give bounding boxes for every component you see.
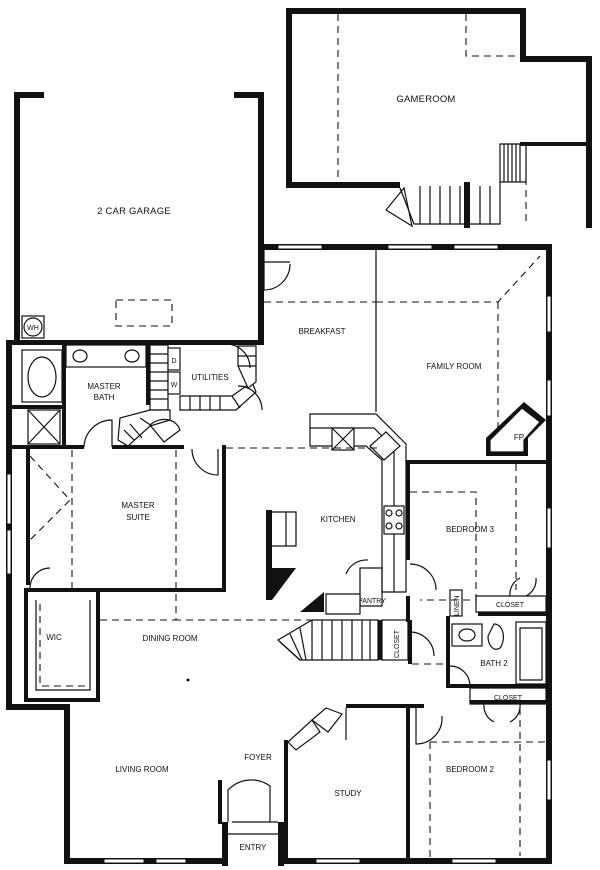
stair-landing-wall — [520, 142, 586, 146]
gameroom-walls — [286, 8, 592, 228]
gameroom-area: GAMEROOM — [286, 8, 592, 228]
toilet-icon — [487, 623, 504, 650]
garage-door[interactable] — [263, 250, 291, 291]
dining-room-label: DINING ROOM — [142, 634, 197, 643]
closet-b2-doors[interactable] — [483, 703, 521, 723]
garage-label: 2 CAR GARAGE — [97, 206, 171, 217]
water-heater-icon — [21, 315, 45, 339]
wic-label: WIC — [46, 633, 62, 642]
garage-room: WH 2 CAR GARAGE — [21, 206, 173, 339]
master-bath-room: MASTER BATH — [21, 344, 147, 448]
family-room-label: FAMILY ROOM — [427, 362, 482, 371]
gameroom-beam-2 — [465, 14, 520, 57]
study-label: STUDY — [334, 789, 362, 798]
wic-room: WIC — [35, 600, 91, 691]
master-bath-door[interactable] — [83, 419, 113, 448]
entry-label: ENTRY — [240, 843, 268, 852]
closet-b2-label: CLOSET — [494, 695, 523, 702]
master-bath-label-1: MASTER — [87, 382, 121, 391]
water-closet-icon — [149, 418, 181, 443]
bedroom3-label: BEDROOM 3 — [446, 525, 495, 534]
foyer-label: FOYER — [244, 753, 272, 762]
garage-attic-hatch — [115, 299, 173, 327]
hall-closet-label: CLOSET — [394, 629, 401, 658]
light-marker — [186, 678, 190, 682]
utilities-room: D W UTILITIES — [117, 343, 263, 447]
sink-icon — [72, 349, 88, 363]
bedroom3-door[interactable] — [409, 563, 437, 591]
wic-door[interactable] — [29, 567, 51, 589]
windows — [6, 244, 552, 864]
dryer-icon — [167, 347, 181, 371]
main-stairs — [276, 593, 379, 661]
bedroom2-door[interactable] — [415, 708, 443, 745]
master-suite-label-2: SUITE — [126, 513, 150, 522]
washer-label: W — [171, 382, 178, 389]
living-room-label: LIVING ROOM — [115, 765, 169, 774]
front-door-swing[interactable] — [227, 779, 271, 822]
bath2-sink-counter — [451, 623, 483, 647]
study-french-doors[interactable] — [311, 707, 343, 733]
bedroom3-room: BEDROOM 3 CLOSET — [409, 464, 547, 613]
dining-room: DINING ROOM — [100, 619, 198, 643]
entry-area: ENTRY — [228, 833, 278, 852]
master-suite-label-1: MASTER — [121, 501, 155, 510]
water-heater-label: WH — [27, 325, 39, 332]
fireplace-label: FP — [514, 433, 524, 442]
hall-closet: CLOSET — [381, 619, 435, 661]
linen-closet: LINEN — [449, 589, 463, 617]
pantry-door[interactable] — [345, 559, 369, 575]
study-room: STUDY — [287, 707, 362, 798]
living-room: LIVING ROOM — [115, 765, 169, 774]
vanity-counter — [65, 344, 147, 368]
closet-b3-doors[interactable] — [509, 577, 537, 597]
utility-door[interactable] — [225, 343, 251, 369]
closet-b3-box — [475, 595, 547, 613]
gameroom-label: GAMEROOM — [396, 94, 455, 105]
bath2-tub-icon — [515, 621, 547, 685]
family-room: FP FAMILY ROOM — [376, 255, 546, 456]
interior-walls — [8, 345, 550, 860]
pantry-room: PANTRY — [345, 559, 386, 607]
closet-b2-box — [469, 687, 547, 705]
bedroom2-room: CLOSET BEDROOM 2 — [415, 687, 547, 858]
exterior-walls — [6, 92, 552, 866]
dishwasher-icon — [369, 431, 401, 461]
breakfast-label: BREAKFAST — [298, 327, 345, 336]
closet-b3-label: CLOSET — [496, 602, 525, 609]
master-suite-door[interactable] — [191, 448, 219, 476]
sink-icon-2 — [124, 349, 140, 363]
breakfast-room: BREAKFAST — [262, 250, 377, 412]
gameroom-stairs — [385, 143, 527, 228]
pantry-label: PANTRY — [358, 598, 386, 605]
washer-icon — [167, 371, 181, 395]
bath2-label: BATH 2 — [480, 659, 508, 668]
foyer-room: FOYER — [227, 753, 278, 823]
bath2-room: BATH 2 — [412, 621, 547, 687]
hall-door[interactable] — [409, 631, 435, 657]
refrigerator-space — [272, 511, 297, 547]
gameroom-post — [464, 182, 470, 228]
linen-label: LINEN — [454, 595, 461, 616]
cooktop-icon — [383, 505, 405, 535]
kitchen-room: KITCHEN — [226, 413, 407, 593]
master-suite-room: MASTER SUITE — [29, 448, 322, 621]
bath2-door[interactable] — [449, 665, 471, 687]
utilities-label: UTILITIES — [191, 373, 228, 382]
dryer-label: D — [171, 358, 176, 365]
kitchen-label: KITCHEN — [320, 515, 355, 524]
bathtub-icon — [21, 349, 63, 403]
bedroom2-label: BEDROOM 2 — [446, 765, 495, 774]
master-bath-label-2: BATH — [94, 393, 115, 402]
